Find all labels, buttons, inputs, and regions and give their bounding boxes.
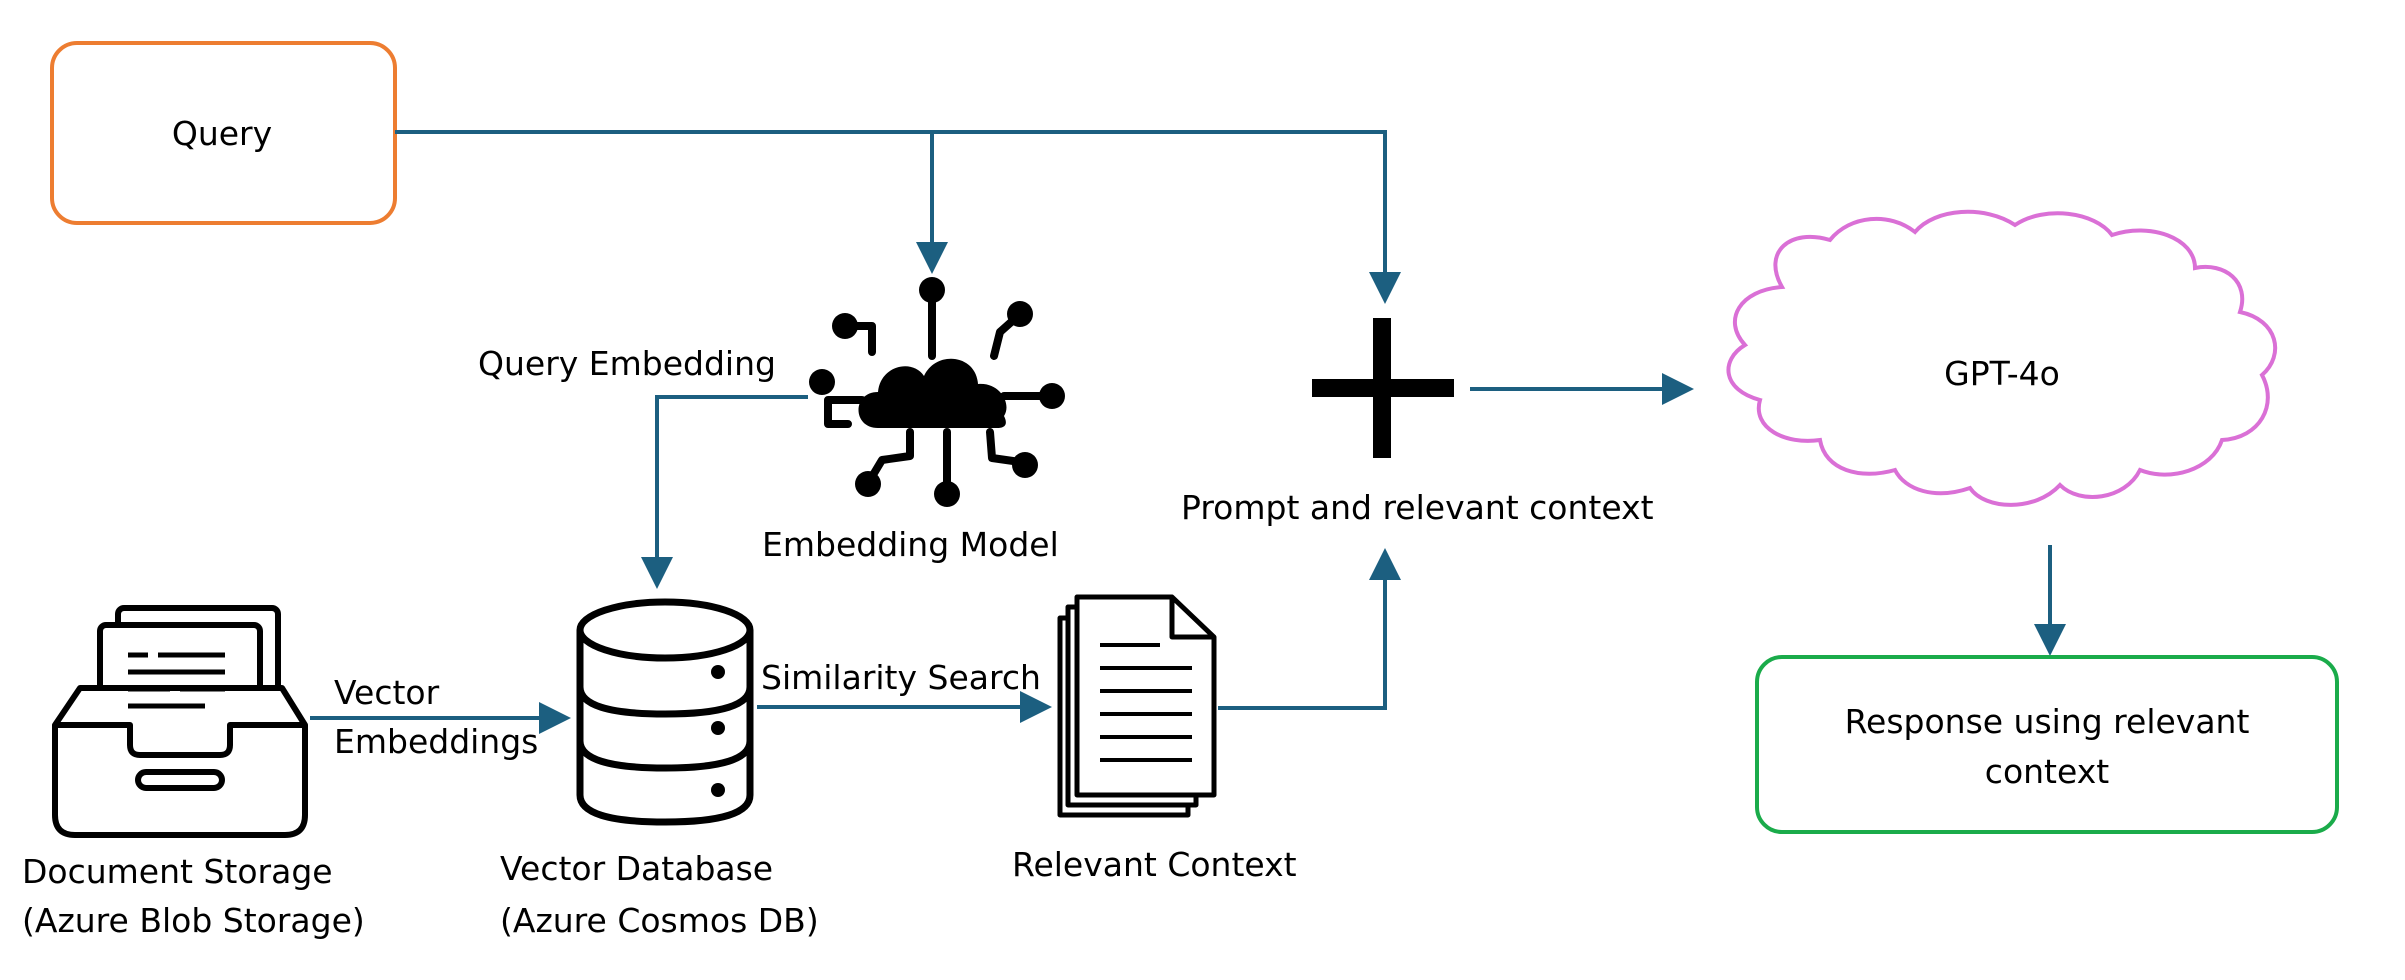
document-inbox-icon xyxy=(52,605,308,838)
document-storage-label-line2: (Azure Blob Storage) xyxy=(22,901,365,940)
database-icon xyxy=(576,598,754,826)
vector-database-label-line2: (Azure Cosmos DB) xyxy=(500,901,819,940)
query-to-combine-arrow xyxy=(395,130,1401,304)
vector-embeddings-label-line2: Embeddings xyxy=(334,722,538,761)
prompt-and-context-label: Prompt and relevant context xyxy=(1181,488,1654,527)
gpt-cloud-node: GPT-4o xyxy=(1726,209,2278,507)
response-label-line2: context xyxy=(1985,752,2109,791)
documents-stack-icon xyxy=(1057,594,1217,818)
query-label: Query xyxy=(172,114,272,153)
embedding-model-label: Embedding Model xyxy=(762,525,1059,564)
plus-icon xyxy=(1312,318,1454,458)
relevant-context-label: Relevant Context xyxy=(1012,845,1297,884)
gpt-cloud-shape xyxy=(1726,209,2278,507)
connectors xyxy=(310,130,2066,734)
query-embedding-arrow xyxy=(641,395,808,589)
query-node: Query xyxy=(50,41,397,225)
document-storage-label-line1: Document Storage xyxy=(22,852,333,891)
vector-embeddings-label-line1: Vector xyxy=(334,673,440,712)
response-box xyxy=(1755,655,2339,834)
context-to-combine-arrow xyxy=(1218,548,1401,710)
query-embedding-label: Query Embedding xyxy=(478,344,776,383)
response-label-line1: Response using relevant xyxy=(1845,702,2250,741)
ai-cloud-network-icon xyxy=(809,277,1065,507)
similarity-search-label: Similarity Search xyxy=(761,658,1041,697)
vector-database-label-line1: Vector Database xyxy=(500,849,773,888)
response-node: Response using relevant context xyxy=(1755,655,2339,834)
gpt-label: GPT-4o xyxy=(1944,354,2060,393)
